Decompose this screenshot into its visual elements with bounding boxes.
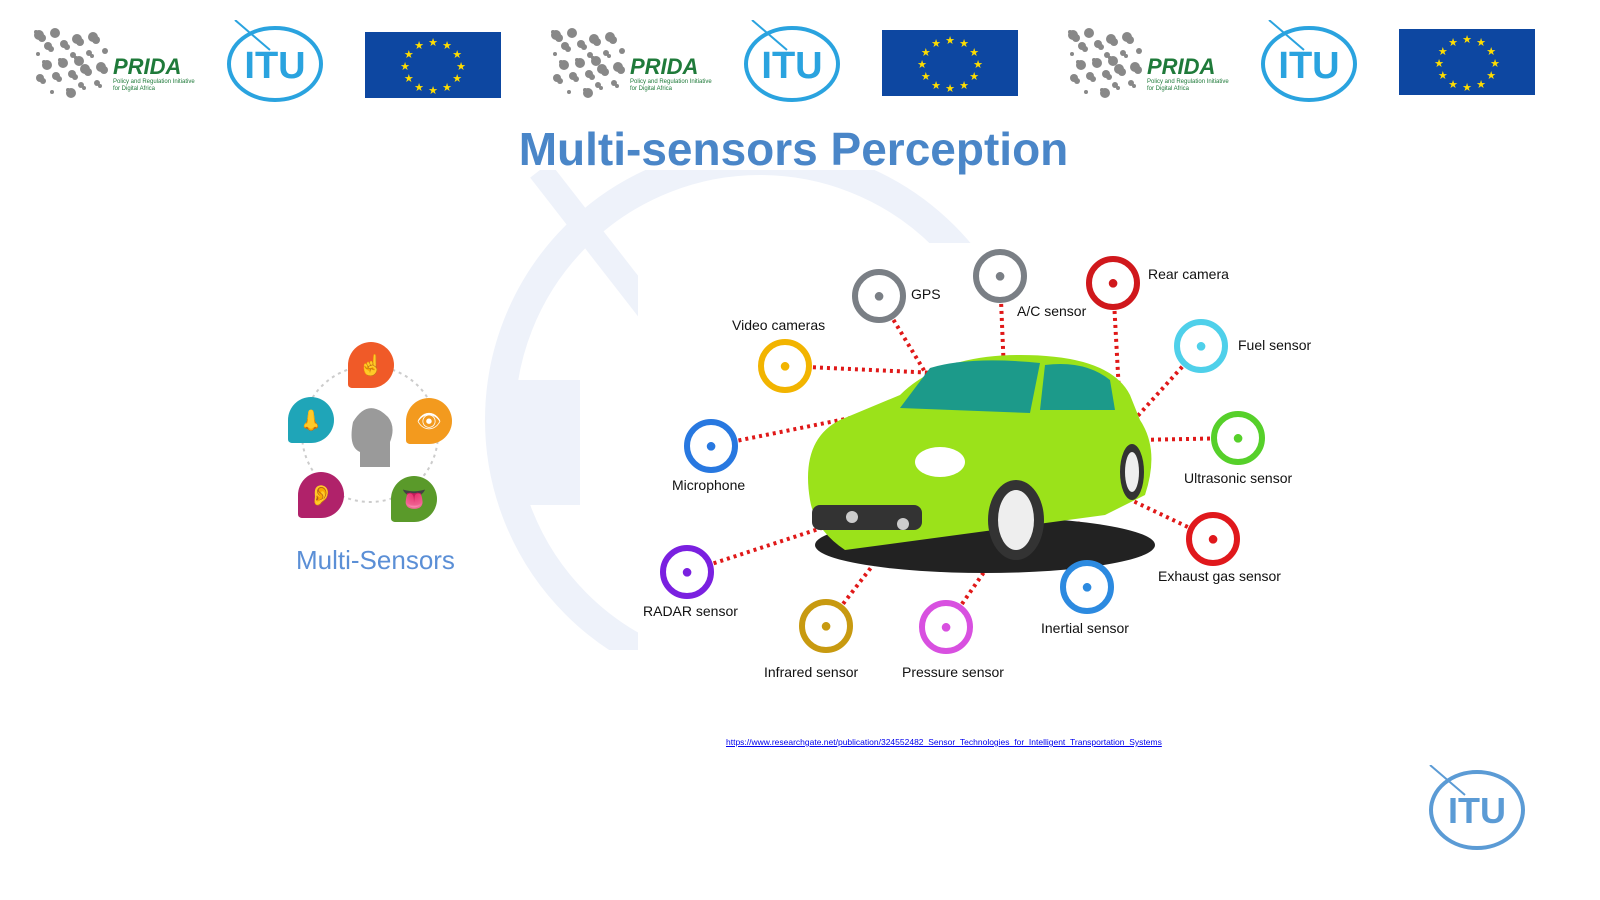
svg-text:★: ★ <box>969 71 979 83</box>
svg-text:★: ★ <box>973 59 983 71</box>
slide-title: Multi-sensors Perception <box>518 123 1069 175</box>
svg-text:★: ★ <box>931 80 941 92</box>
svg-text:★: ★ <box>414 40 424 52</box>
svg-text:★: ★ <box>945 35 955 47</box>
eu-flag-logo: ★★★★★★★★★★★★ <box>882 30 1018 96</box>
eye-icon: 👁 <box>406 398 452 444</box>
prida-logo: PRIDA Policy and Regulation Initiative f… <box>1062 24 1232 104</box>
tongue-icon: 👅 <box>391 476 437 522</box>
ultrasonic-icon: ● <box>1211 411 1265 465</box>
svg-text:★: ★ <box>404 73 414 85</box>
eu-flag-logo: ★★★★★★★★★★★★ <box>1399 29 1535 95</box>
svg-text:★: ★ <box>1438 70 1448 82</box>
svg-text:★: ★ <box>1476 79 1486 91</box>
svg-text:★: ★ <box>1448 37 1458 49</box>
radar-icon: ● <box>660 545 714 599</box>
svg-text:★: ★ <box>931 38 941 50</box>
svg-text:★: ★ <box>442 40 452 52</box>
sensor-label: A/C sensor <box>1017 303 1087 319</box>
sensor-label: Ultrasonic sensor <box>1184 470 1293 486</box>
multi-sensors-label: Multi-Sensors <box>296 545 455 575</box>
video-camera-icon: ● <box>758 339 812 393</box>
svg-text:★: ★ <box>969 47 979 59</box>
camera-icon: ● <box>1086 256 1140 310</box>
svg-text:★: ★ <box>428 37 438 49</box>
touch-icon: ☝ <box>348 342 394 388</box>
svg-text:★: ★ <box>1462 82 1472 94</box>
svg-text:★: ★ <box>945 83 955 95</box>
itu-logo: ITU <box>227 20 323 102</box>
sensor-label: GPS <box>911 286 941 302</box>
svg-text:★: ★ <box>414 82 424 94</box>
prida-logo: PRIDA Policy and Regulation Initiative f… <box>545 24 715 104</box>
svg-text:ITU: ITU <box>761 45 822 87</box>
itu-footer-logo: ITU <box>1429 765 1525 850</box>
sensor-label: Fuel sensor <box>1238 337 1312 353</box>
sensor-label: Rear camera <box>1148 266 1229 282</box>
connector-line <box>1123 344 1203 432</box>
svg-text:★: ★ <box>921 71 931 83</box>
infrared-icon: ● <box>799 599 853 653</box>
svg-text:★: ★ <box>428 85 438 97</box>
svg-text:★: ★ <box>1462 34 1472 46</box>
fuel-pump-icon: ● <box>1174 319 1228 373</box>
car-illustration <box>808 355 1155 573</box>
svg-text:★: ★ <box>404 49 414 61</box>
svg-text:★: ★ <box>456 61 466 73</box>
satellite-icon: ● <box>852 269 906 323</box>
sensor-label: Microphone <box>672 477 746 493</box>
microphone-icon: ● <box>684 419 738 473</box>
head-brain-icon <box>351 408 393 467</box>
svg-text:★: ★ <box>1438 46 1448 58</box>
source-link[interactable]: https://www.researchgate.net/publication… <box>726 737 1162 747</box>
svg-text:ITU: ITU <box>244 45 305 87</box>
air-conditioner-icon: ● <box>973 249 1027 303</box>
itu-logo: ITU <box>744 20 840 102</box>
prida-logo: PRIDA Policy and Regulation Initiative f… <box>28 24 198 104</box>
sensor-label: Video cameras <box>732 317 826 333</box>
sensor-label: Infrared sensor <box>764 664 859 680</box>
exhaust-icon: ● <box>1186 512 1240 566</box>
ear-icon: 👂 <box>298 472 344 518</box>
svg-text:ITU: ITU <box>1278 45 1339 87</box>
svg-text:★: ★ <box>1490 58 1500 70</box>
svg-text:★: ★ <box>959 80 969 92</box>
eu-flag-logo: ★★★★★★★★★★★★ <box>365 32 501 98</box>
itu-logo: ITU <box>1261 20 1357 102</box>
svg-text:★: ★ <box>1448 79 1458 91</box>
svg-text:★: ★ <box>959 38 969 50</box>
svg-text:★: ★ <box>917 59 927 71</box>
svg-text:★: ★ <box>1486 46 1496 58</box>
svg-text:★: ★ <box>1434 58 1444 70</box>
sensor-label: Pressure sensor <box>902 664 1004 680</box>
svg-text:★: ★ <box>1486 70 1496 82</box>
svg-text:ITU: ITU <box>1448 790 1506 831</box>
connector-line <box>1109 488 1214 541</box>
connector-line <box>1134 436 1239 442</box>
multi-sensors-graphic: ☝ 👃 👁 👂 👅 <box>288 342 453 527</box>
svg-text:★: ★ <box>452 49 462 61</box>
sensor-label: RADAR sensor <box>643 603 738 619</box>
connector-line <box>686 520 841 574</box>
svg-text:★: ★ <box>921 47 931 59</box>
sensor-label: Inertial sensor <box>1041 620 1129 636</box>
nose-icon: 👃 <box>288 397 334 443</box>
tire-pressure-icon: ● <box>919 600 973 654</box>
svg-text:★: ★ <box>400 61 410 73</box>
gyroscope-icon: ● <box>1060 560 1114 614</box>
sensor-label: Exhaust gas sensor <box>1158 568 1281 584</box>
svg-text:★: ★ <box>442 82 452 94</box>
svg-text:★: ★ <box>1476 37 1486 49</box>
svg-text:★: ★ <box>452 73 462 85</box>
